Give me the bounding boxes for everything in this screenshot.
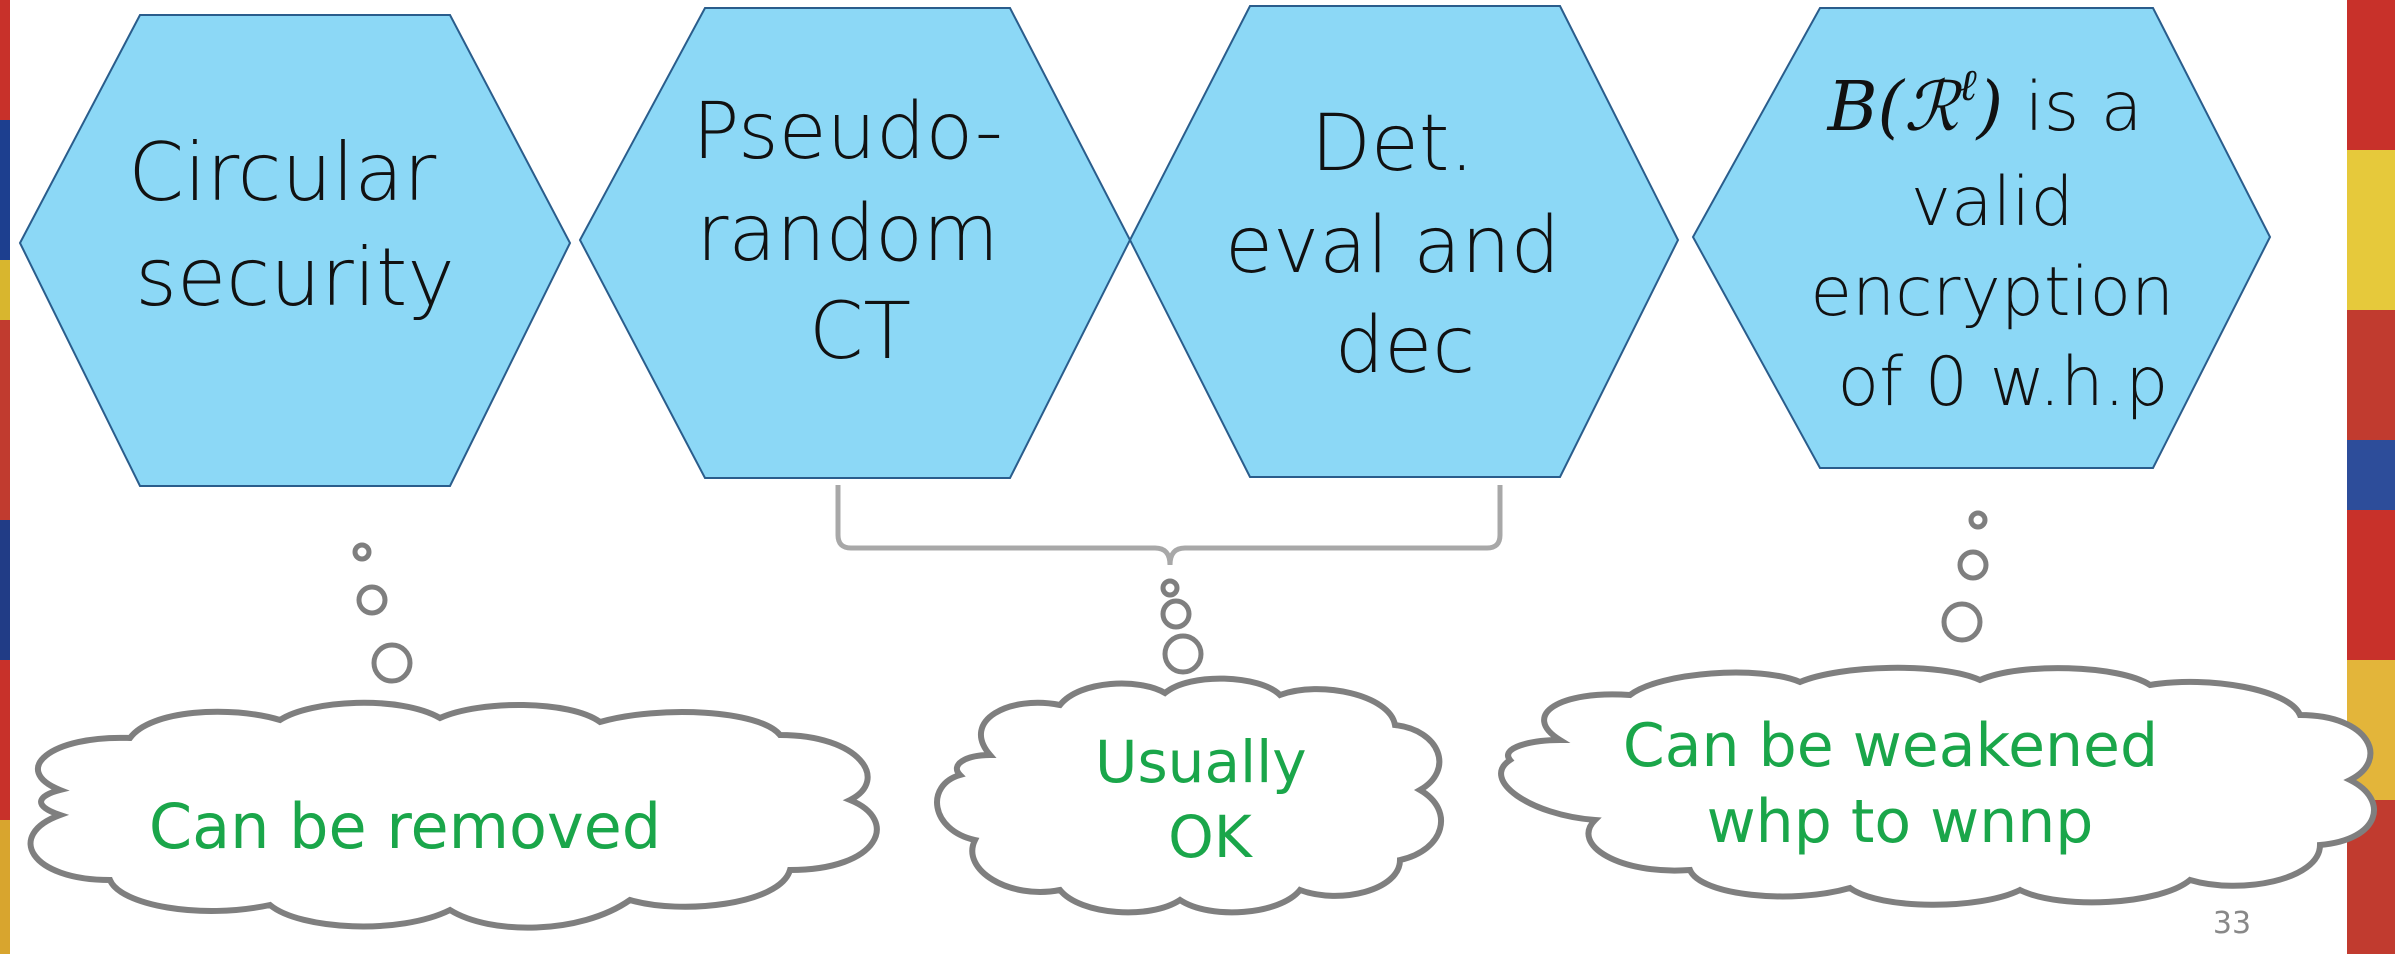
cloud-text-line: OK bbox=[1168, 803, 1254, 871]
hexagon-label-line: of 0 w.h.p bbox=[1838, 343, 2169, 422]
hexagon-label: Det. eval and dec bbox=[1225, 99, 1585, 391]
cloud-weakened bbox=[1498, 664, 2377, 908]
hexagon-shape bbox=[1128, 5, 1680, 478]
cloud-weakened-text: Can be weakened whp to wnnp bbox=[1623, 711, 2177, 857]
thought-bubble-dot bbox=[1968, 510, 1988, 530]
painting-strip-right bbox=[2347, 0, 2395, 954]
hexagon-label-line: random bbox=[696, 189, 999, 279]
bracket-connector bbox=[835, 485, 1503, 566]
cloud-text-line: Can be removed bbox=[149, 790, 661, 863]
thought-bubble-dot bbox=[352, 542, 372, 562]
cloud-removed bbox=[27, 699, 880, 931]
math-expression: B(ℛ bbox=[1826, 68, 1964, 147]
hexagon-shape bbox=[1691, 7, 2272, 469]
thought-bubble-dot bbox=[371, 642, 413, 684]
hexagon-valid-encryption: B(ℛℓ) is a valid encryption of 0 w.h.p bbox=[1691, 7, 2272, 469]
hexagon-label-line: eval and bbox=[1225, 201, 1560, 291]
hexagon-circular-security: Circular security bbox=[18, 14, 572, 487]
thought-bubble-dot bbox=[1957, 549, 1989, 581]
cloud-text-line: whp to wnnp bbox=[1707, 787, 2094, 857]
hexagon-label-line: encryption bbox=[1810, 253, 2174, 332]
thought-bubble-dot bbox=[1941, 601, 1983, 643]
hexagon-pseudorandom-ct: Pseudo- random CT bbox=[578, 7, 1132, 479]
hexagon-label: Pseudo- random CT bbox=[692, 87, 1027, 377]
hexagon-label-line: CT bbox=[809, 287, 911, 377]
thought-bubble-dot bbox=[356, 584, 388, 616]
math-closing: ) bbox=[1975, 68, 2004, 147]
hexagon-label-line: security bbox=[135, 231, 454, 324]
hexagon-label: Circular security bbox=[128, 126, 461, 324]
cloud-text-line: Usually bbox=[1095, 728, 1307, 796]
cloud-text-line: Can be weakened bbox=[1623, 711, 2158, 781]
cloud-removed-text: Can be removed bbox=[149, 790, 661, 863]
math-superscript: ℓ bbox=[1958, 60, 1977, 111]
thought-bubble-dot bbox=[1160, 598, 1192, 630]
painting-strip-left bbox=[0, 0, 10, 954]
thought-bubbles bbox=[352, 510, 1989, 684]
slide-number: 33 bbox=[2213, 906, 2251, 941]
hexagon-label-line: Pseudo- bbox=[692, 87, 1003, 177]
hexagon-label-line: valid bbox=[1911, 163, 2074, 242]
hexagon-label-line: Circular bbox=[128, 126, 436, 219]
cloud-usually-ok bbox=[934, 675, 1445, 916]
cloud-usually-ok-text: Usually OK bbox=[1095, 728, 1325, 871]
hexagon-shape bbox=[18, 14, 572, 487]
hexagon-label-line: Det. bbox=[1311, 99, 1474, 189]
hexagon-label-rest: is a bbox=[2003, 68, 2142, 147]
thought-bubble-dot bbox=[1162, 633, 1204, 675]
hexagon-label: valid encryption of 0 w.h.p bbox=[1810, 163, 2196, 422]
hexagon-det-eval-dec: Det. eval and dec bbox=[1128, 5, 1680, 478]
hexagon-label-math-line: B(ℛℓ) is a bbox=[1826, 60, 2143, 147]
thought-bubble-dot bbox=[1160, 578, 1180, 598]
hexagon-label-line: dec bbox=[1335, 301, 1475, 391]
